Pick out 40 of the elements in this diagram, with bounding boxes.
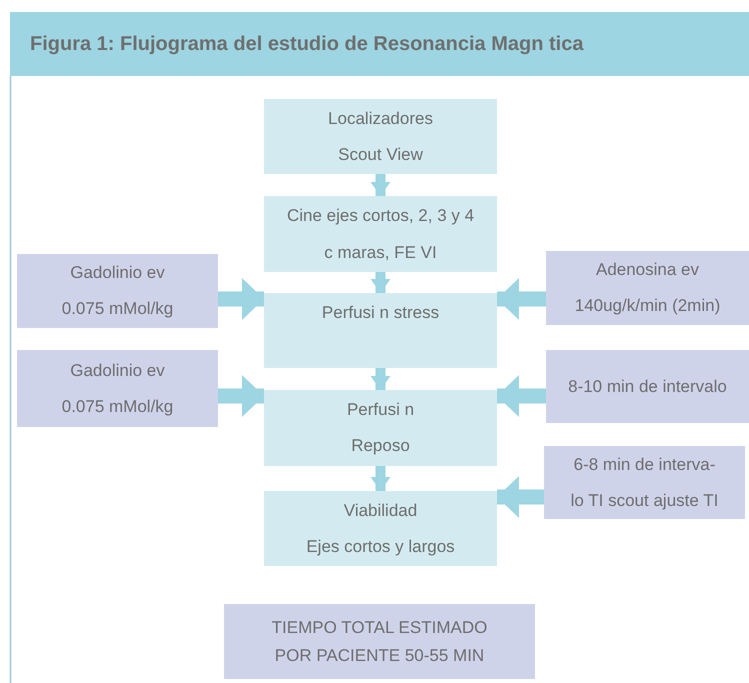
title-bar: Figura 1: Flujograma del estudio de Resonancia Magn tica xyxy=(10,12,749,76)
node-text: 6-8 min de interva- xyxy=(574,454,716,476)
arrow xyxy=(370,272,390,293)
note-box xyxy=(546,251,749,325)
node-text: Gadolinio ev xyxy=(70,262,165,284)
node-text: Viabilidad xyxy=(344,500,418,522)
process-box xyxy=(264,390,497,466)
node-text: 8-10 min de intervalo xyxy=(567,376,728,398)
summary-box xyxy=(224,604,535,679)
node-text: Gadolinio ev xyxy=(70,360,165,382)
arrow xyxy=(370,466,390,491)
note-box xyxy=(17,254,218,328)
note-box xyxy=(544,446,745,519)
process-box xyxy=(264,196,497,272)
node-text: Scout View xyxy=(338,144,423,166)
node-text: 140ug/k/min (2min) xyxy=(574,295,720,317)
node-text: Reposo xyxy=(351,435,410,457)
node-text: 0.075 mMol/kg xyxy=(62,396,174,418)
node-text: Localizadores xyxy=(328,108,433,130)
arrow xyxy=(370,174,390,196)
arrow xyxy=(497,278,546,320)
note-box xyxy=(17,350,218,427)
arrow xyxy=(218,375,264,417)
arrow xyxy=(218,278,264,320)
process-box xyxy=(264,491,497,566)
process-box xyxy=(264,99,497,174)
process-box xyxy=(264,293,497,368)
node-text: lo TI scout ajuste TI xyxy=(570,490,718,512)
node-text: Adenosina ev xyxy=(596,259,700,281)
node-text: Perfusi n stress xyxy=(322,302,440,324)
node-text: TIEMPO TOTAL ESTIMADO xyxy=(272,616,488,638)
node-text: Perfusi n xyxy=(346,399,414,421)
node-text: Cine ejes cortos, 2, 3 y 4 c maras, FE VI xyxy=(286,205,476,264)
node-text: POR PACIENTE 50-55 MIN xyxy=(274,644,484,666)
arrow xyxy=(497,476,544,518)
node-text: Ejes cortos y largos xyxy=(306,536,455,558)
node-text: 0.075 mMol/kg xyxy=(62,298,174,320)
arrow xyxy=(497,375,546,417)
arrow xyxy=(370,368,390,390)
note-box xyxy=(546,350,749,423)
